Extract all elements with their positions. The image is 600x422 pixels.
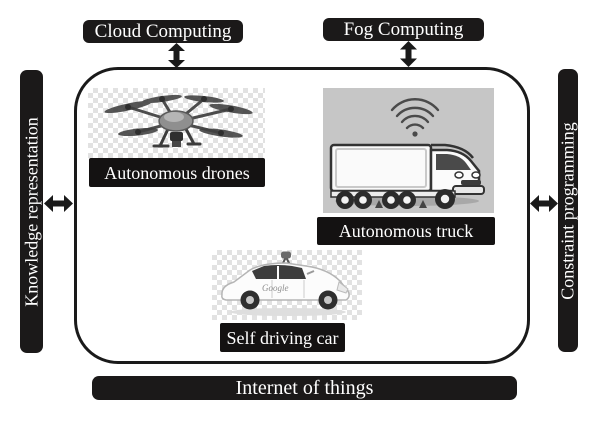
truck-icon bbox=[329, 98, 485, 209]
self-driving-car-image: Google bbox=[212, 250, 362, 320]
double-arrow-vertical-cloud-icon bbox=[168, 43, 185, 68]
constraint-programming-text: Constraint programming bbox=[558, 121, 579, 300]
knowledge-representation-label: Knowledge representation bbox=[20, 70, 43, 353]
autonomous-truck-image bbox=[323, 88, 494, 213]
knowledge-representation-text: Knowledge representation bbox=[21, 116, 42, 307]
autonomous-drone-image bbox=[88, 88, 265, 158]
double-arrow-horizontal-right-icon bbox=[530, 195, 558, 212]
internet-of-things-label: Internet of things bbox=[92, 376, 517, 400]
autonomous-truck-caption: Autonomous truck bbox=[317, 217, 495, 245]
drone-icon bbox=[104, 94, 253, 148]
double-arrow-horizontal-left-icon bbox=[44, 195, 73, 212]
self-driving-car-caption: Self driving car bbox=[220, 323, 345, 352]
cloud-computing-label: Cloud Computing bbox=[83, 20, 243, 43]
autonomous-drones-caption: Autonomous drones bbox=[89, 158, 265, 187]
fog-computing-label: Fog Computing bbox=[323, 18, 484, 41]
google-logo-text: Google bbox=[262, 283, 289, 293]
double-arrow-vertical-fog-icon bbox=[400, 41, 417, 67]
wifi-icon bbox=[390, 98, 440, 130]
constraint-programming-label: Constraint programming bbox=[558, 69, 578, 352]
car-icon: Google bbox=[221, 251, 350, 316]
